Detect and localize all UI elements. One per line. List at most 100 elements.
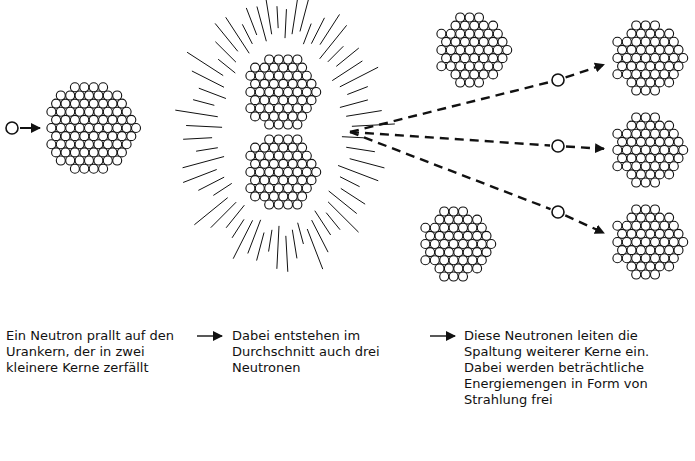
nucleon xyxy=(260,96,269,105)
nucleon xyxy=(307,79,316,88)
nucleon xyxy=(269,112,278,121)
nucleon xyxy=(298,63,307,72)
nucleon xyxy=(627,62,636,71)
nucleon xyxy=(435,248,444,257)
nucleon xyxy=(479,70,488,79)
nucleon xyxy=(665,246,674,255)
nucleon xyxy=(446,62,455,71)
nucleon xyxy=(435,231,444,240)
nucleon xyxy=(460,21,469,30)
nucleon xyxy=(641,86,650,95)
nucleon xyxy=(660,146,669,155)
nucleon xyxy=(636,29,645,38)
nucleon xyxy=(269,79,278,88)
nucleon xyxy=(669,37,678,46)
nucleon xyxy=(632,238,641,247)
nucleon xyxy=(437,62,446,71)
nucleon xyxy=(465,13,474,22)
nucleon xyxy=(85,107,94,116)
nucleon xyxy=(99,132,108,141)
nucleon xyxy=(435,264,444,273)
ray xyxy=(257,7,266,42)
arrow xyxy=(565,215,604,233)
nucleon xyxy=(636,45,645,54)
arrow xyxy=(430,335,455,336)
nucleon xyxy=(475,13,484,22)
ray xyxy=(350,159,385,168)
nucleon xyxy=(627,137,636,146)
nucleon xyxy=(456,62,465,71)
nucleon xyxy=(651,221,660,230)
nucleon xyxy=(265,104,274,113)
nucleon xyxy=(465,78,474,87)
atom-nucleus xyxy=(246,135,321,209)
arrow xyxy=(566,146,604,148)
nucleon xyxy=(430,256,439,265)
nucleon xyxy=(632,70,641,79)
nucleon xyxy=(122,124,131,133)
nucleon xyxy=(660,254,669,263)
nucleon xyxy=(627,229,636,238)
nucleon xyxy=(260,63,269,72)
nucleon xyxy=(103,124,112,133)
nucleon xyxy=(255,104,264,113)
nucleon xyxy=(293,135,302,144)
nucleon xyxy=(613,146,622,155)
nucleon xyxy=(89,132,98,141)
nucleon xyxy=(641,70,650,79)
nucleon xyxy=(613,238,622,247)
ray xyxy=(336,48,358,66)
ray xyxy=(352,124,395,126)
nucleon xyxy=(274,88,283,97)
nucleon xyxy=(75,140,84,149)
nucleon xyxy=(632,21,641,30)
nucleon xyxy=(632,86,641,95)
caption-text: Ein Neutron prallt auf den Urankern, der… xyxy=(6,328,184,376)
nucleon xyxy=(298,79,307,88)
nucleon xyxy=(669,162,678,171)
nucleon xyxy=(265,88,274,97)
nucleon xyxy=(454,231,463,240)
nucleon xyxy=(103,140,112,149)
nucleon xyxy=(477,256,486,265)
nucleon xyxy=(651,86,660,95)
nucleon xyxy=(470,37,479,46)
nucleon xyxy=(451,70,460,79)
nucleon xyxy=(284,104,293,113)
neutron-path xyxy=(350,82,550,132)
nucleon xyxy=(651,238,660,247)
ray xyxy=(198,177,224,190)
nucleon xyxy=(117,99,126,108)
nucleon xyxy=(646,62,655,71)
nucleon xyxy=(430,240,439,249)
nucleon xyxy=(627,121,636,130)
ray xyxy=(246,8,256,35)
ray xyxy=(346,111,382,117)
nucleon xyxy=(651,178,660,187)
nucleon xyxy=(468,240,477,249)
nucleon xyxy=(498,54,507,63)
nucleon xyxy=(284,151,293,160)
ray xyxy=(218,59,235,73)
nucleon xyxy=(94,107,103,116)
nucleon xyxy=(622,129,631,138)
nucleon xyxy=(246,88,255,97)
nucleon xyxy=(651,146,660,155)
nucleon xyxy=(665,170,674,179)
nucleon xyxy=(465,29,474,38)
nucleon xyxy=(456,29,465,38)
nucleon xyxy=(269,96,278,105)
nucleon xyxy=(293,168,302,177)
nucleon xyxy=(284,135,293,144)
nucleon xyxy=(246,71,255,80)
nucleon xyxy=(251,192,260,201)
nucleon xyxy=(473,248,482,257)
nucleon xyxy=(293,184,302,193)
ray xyxy=(213,183,231,195)
nucleon xyxy=(636,78,645,87)
nucleon xyxy=(459,272,468,281)
nucleon xyxy=(475,29,484,38)
nucleon xyxy=(651,21,660,30)
nucleon xyxy=(85,140,94,149)
caption-text: Diese Neutronen leiten die Spaltung weit… xyxy=(464,328,674,408)
